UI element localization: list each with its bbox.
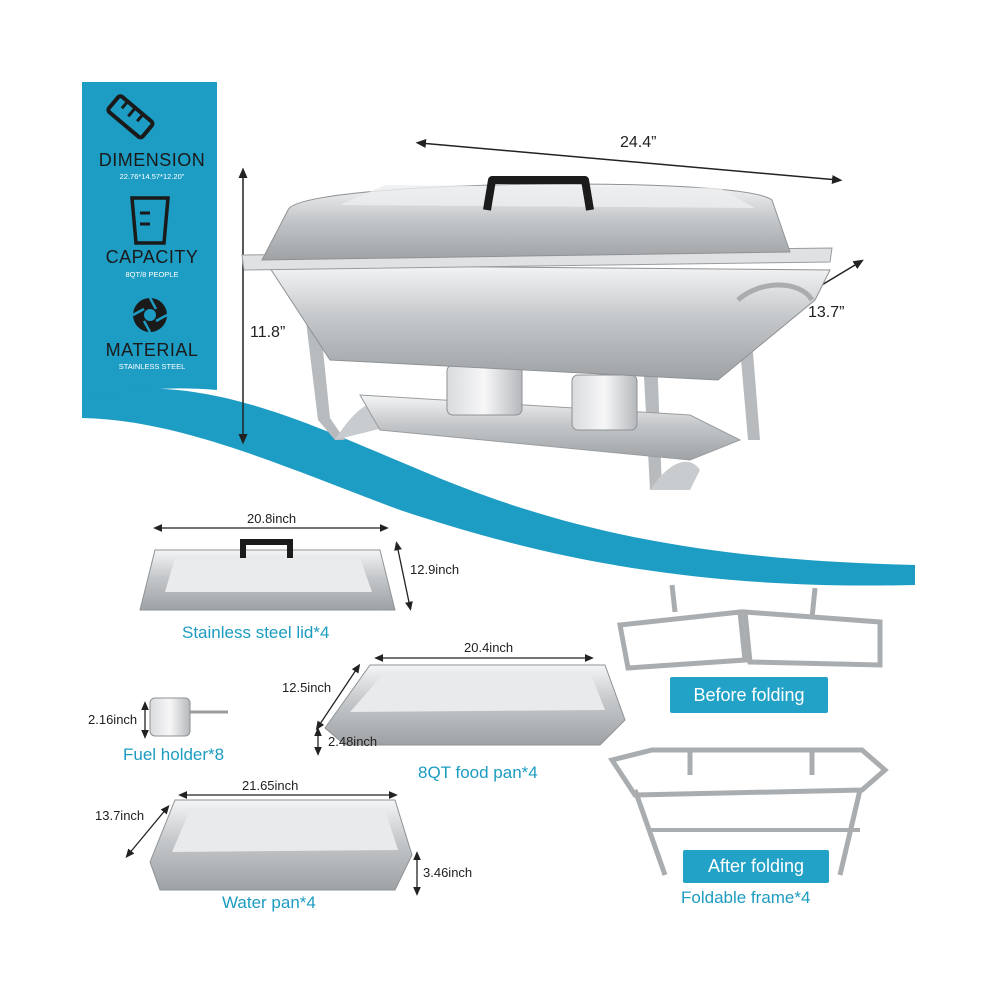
- frame-caption: Foldable frame*4: [681, 888, 811, 907]
- spec-title-material: MATERIAL: [105, 340, 199, 360]
- fuel-caption: Fuel holder*8: [123, 745, 225, 764]
- main-width-label: 24.4”: [620, 134, 657, 151]
- spec-panel-bg: [82, 82, 217, 400]
- aperture-icon: [132, 297, 168, 333]
- food-pan-height-label: 2.48inch: [328, 734, 378, 749]
- food-pan-depth-label: 12.5inch: [282, 680, 332, 695]
- water-pan-caption: Water pan*4: [222, 893, 316, 912]
- ruler-icon: [106, 94, 155, 140]
- frame-after-folding-image: [607, 747, 889, 876]
- before-folding-badge: Before folding: [670, 677, 828, 713]
- water-pan-image: [149, 799, 413, 891]
- spec-subtitle-material: STAINLESS STEEL: [118, 362, 186, 371]
- width-arrow: [415, 139, 843, 184]
- fuel-holder-image: [149, 697, 228, 737]
- main-depth-label: 13.7”: [808, 304, 845, 321]
- spec-title-dimension: DIMENSION: [98, 150, 206, 170]
- lid-depth-label: 12.9inch: [410, 562, 460, 577]
- spec-subtitle-capacity: 8QT/8 PEOPLE: [125, 270, 179, 279]
- spec-title-capacity: CAPACITY: [105, 247, 199, 267]
- fuel-height-label: 2.16inch: [88, 712, 138, 727]
- lid-width-label: 20.8inch: [247, 511, 297, 526]
- water-pan-depth-label: 13.7inch: [95, 808, 145, 823]
- food-pan-depth-arrow: [315, 663, 361, 731]
- lid-depth-arrow: [394, 541, 413, 611]
- water-pan-width-label: 21.65inch: [242, 778, 299, 793]
- accent-swoosh: [82, 388, 915, 586]
- water-pan-depth-arrow: [125, 804, 170, 859]
- spec-subtitle-dimension: 22.76*14.57*12.20": [119, 172, 185, 181]
- water-pan-height-label: 3.46inch: [423, 865, 473, 880]
- lid-caption: Stainless steel lid*4: [182, 623, 330, 642]
- chafing-dish: [241, 176, 833, 490]
- frame-before-folding-image: [617, 584, 883, 671]
- main-height-label: 11.8”: [250, 324, 286, 341]
- food-pan-image: [324, 664, 626, 746]
- food-pan-width-label: 20.4inch: [464, 640, 514, 655]
- lid-image: [139, 539, 396, 611]
- measuring-cup-icon: [130, 196, 170, 245]
- food-pan-caption: 8QT food pan*4: [418, 763, 538, 782]
- after-folding-badge: After folding: [683, 850, 829, 883]
